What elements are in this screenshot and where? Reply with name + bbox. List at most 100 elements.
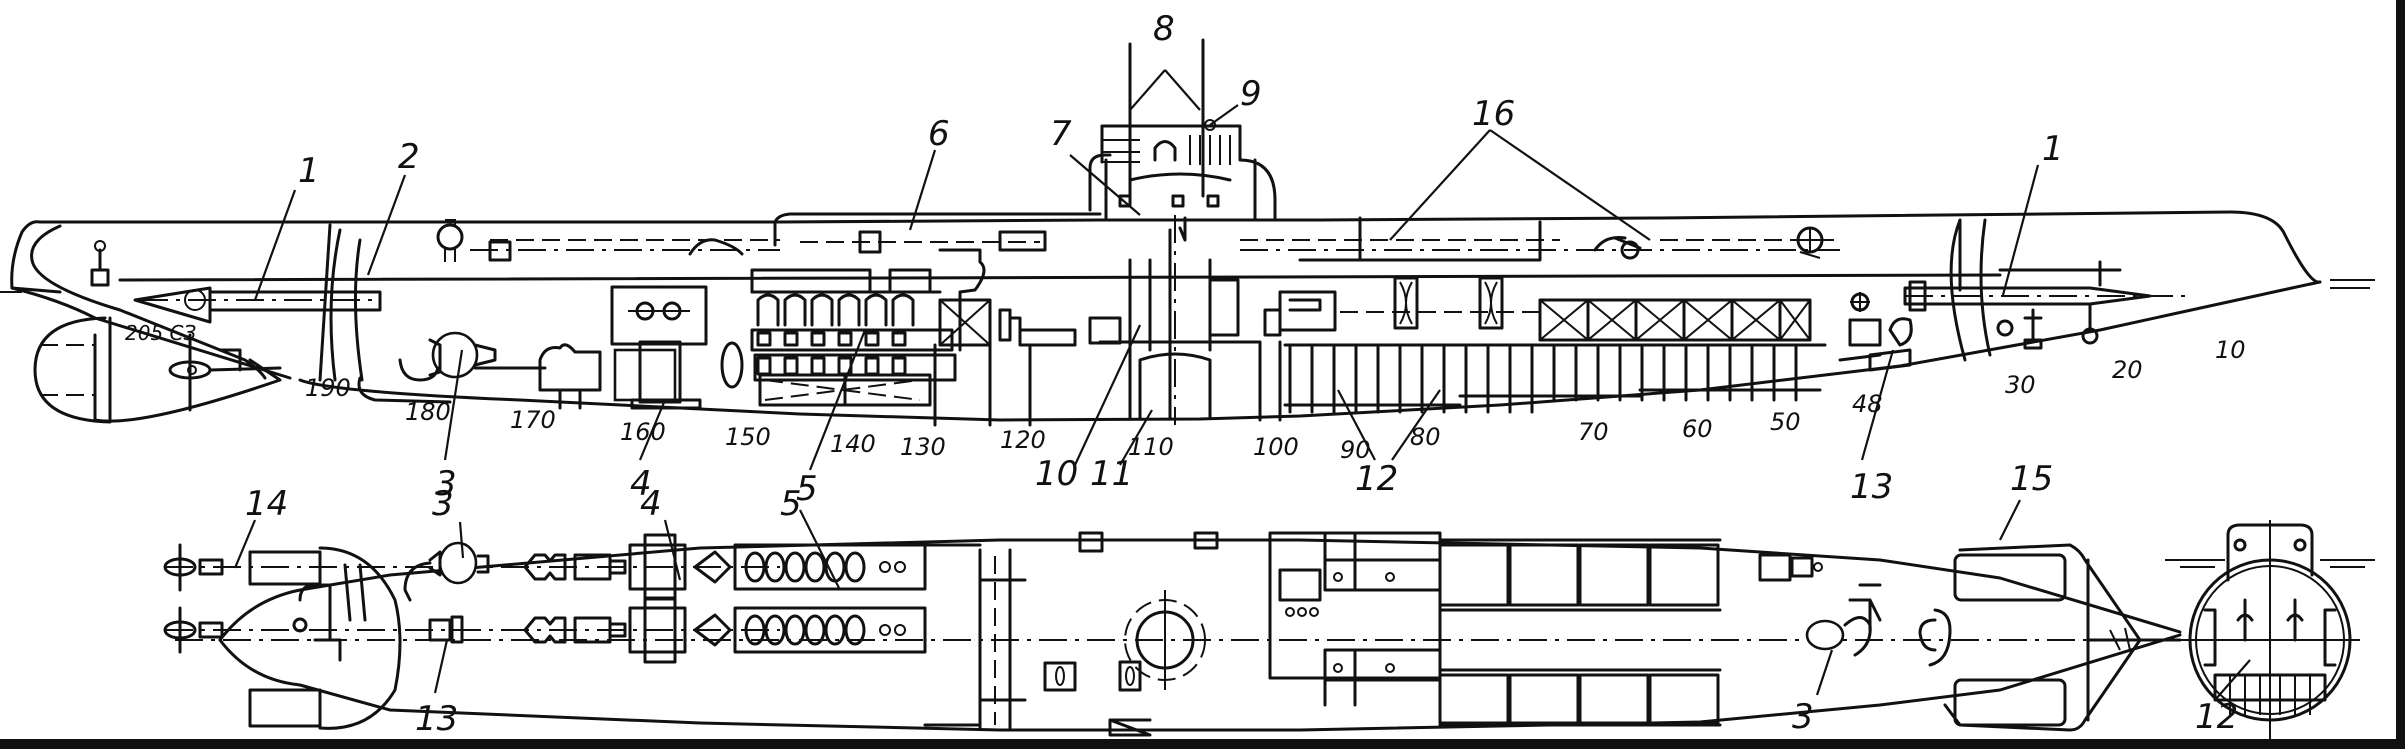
fwd-capstan: [1796, 226, 1824, 259]
engine-fitting: [879, 561, 891, 573]
battery-x-box-cross: [1539, 299, 1589, 341]
auxiliary-unit: [538, 343, 602, 392]
conning-tower: [1088, 38, 1277, 222]
cylinder-head: [756, 293, 780, 327]
fwd-bulkhead: [1949, 218, 1992, 362]
crankcase-segment: [891, 356, 907, 376]
battery-cells-plan: [1438, 543, 1720, 725]
cylinder-plan: [844, 614, 866, 646]
cylinder-plan: [784, 551, 806, 583]
aft-capstan: [436, 219, 464, 262]
propeller-side: [168, 333, 282, 412]
callout-12-cross: 12: [2195, 697, 2238, 737]
frame-border-right: [2396, 0, 2405, 749]
battery-box-aft: [938, 298, 992, 347]
electric-motor-frame: [643, 596, 677, 664]
periscope-well-plan: [1124, 590, 1206, 690]
callout-6: 6: [928, 114, 950, 154]
cylinder-block: [756, 331, 772, 347]
frame-90: 90: [1340, 436, 1371, 464]
cylinder-plan: [744, 551, 766, 583]
aft-bulkhead: [318, 223, 364, 382]
frame-60: 60: [1682, 415, 1713, 443]
frame-100: 100: [1253, 433, 1299, 461]
crankcase-segment: [783, 356, 799, 376]
waterline-fwd: [2330, 279, 2375, 289]
deck-gear: [488, 240, 512, 262]
frame-160: 160: [620, 418, 666, 446]
battery-box-fwd: [1538, 298, 1812, 342]
shaft-coupling: [523, 553, 567, 581]
bow-plane-frame: [1943, 543, 2142, 732]
aft-stabilizer: [33, 316, 112, 424]
forward-mess-box: [1278, 290, 1337, 332]
battery-x-box-cross: [1635, 299, 1685, 341]
frame-border-bottom: [0, 739, 2405, 749]
equipment-13-plan-fwd: [1758, 553, 1823, 582]
deck-line: [10, 210, 2322, 294]
side-view: 205 СЗ: [0, 38, 2375, 427]
frame-170: 170: [510, 406, 556, 434]
shaft-segment: [608, 622, 627, 638]
battery-cell-plan: [1438, 673, 1510, 725]
battery-x-box: [1778, 298, 1812, 342]
plan-panel: [1078, 531, 1104, 553]
battery-cell-plan: [1508, 543, 1580, 607]
cylinder-plan: [804, 614, 826, 646]
diesel-engine-plan: [733, 606, 927, 654]
plan-view: [163, 531, 2195, 737]
leader-lines: [233, 69, 2251, 701]
stern-upper: [30, 224, 267, 380]
callout-labels: 1 2 3 4 5 6 7 8 9 10 11 12 13 16 1 14 3 …: [245, 9, 2238, 739]
aft-hull-lower: [357, 376, 452, 404]
plan-hull-upper: [218, 538, 2182, 642]
bow-plane-starboard: [1953, 678, 2067, 727]
battery-x-box-cross: [1683, 299, 1733, 341]
plan-hull-lower: [218, 633, 2182, 732]
battery-x-box-cross: [1587, 299, 1637, 341]
propeller-port: [163, 543, 224, 592]
cylinder-head: [891, 293, 915, 327]
callout-13-side: 13: [1850, 467, 1893, 507]
electric-motor-plan: [628, 543, 687, 591]
frame-70: 70: [1578, 418, 1609, 446]
battery-x-box-cross: [1779, 299, 1811, 341]
battery-cell-plan: [1578, 673, 1650, 725]
cylinder-plan: [744, 614, 766, 646]
frame-150: 150: [725, 423, 771, 451]
frame-180: 180: [405, 398, 451, 426]
frame-130: 130: [900, 433, 946, 461]
callout-12-side: 12: [1355, 459, 1398, 499]
diesel-engine-plan: [733, 543, 927, 591]
stern-plane-port: [248, 550, 322, 586]
cross-section-waterline: [2165, 559, 2375, 568]
callout-1-fwd: 1: [2042, 129, 2064, 169]
callout-5-plan: 5: [780, 484, 802, 524]
callout-3-plan: 3: [432, 484, 454, 524]
exhaust-pipe: [938, 248, 986, 352]
callout-16: 16: [1472, 94, 1515, 134]
cylinder-plan: [784, 614, 806, 646]
callout-1-aft: 1: [298, 151, 320, 191]
central-post: [1128, 228, 1212, 420]
cylinder-block: [864, 331, 880, 347]
fwd-torpedo-tube: [1903, 260, 2185, 345]
callout-3-fwd-plan: 3: [1792, 697, 1814, 737]
cylinder-plan: [804, 551, 826, 583]
callout-3-side: 3: [435, 464, 457, 504]
callout-7: 7: [1050, 114, 1072, 154]
callout-4-side: 4: [630, 464, 652, 504]
battery-room-plan: [1268, 531, 1442, 707]
cross-section: [2165, 520, 2375, 740]
pressure-hull-top: [118, 273, 2002, 282]
electric-motor-side: [610, 285, 744, 410]
frame-110: 110: [1128, 433, 1174, 461]
crankcase-segment: [864, 356, 880, 376]
cylinder-head: [837, 293, 861, 327]
plan-drive-trains: [523, 533, 982, 727]
shaft-bearing: [573, 616, 612, 644]
cylinder-head: [810, 293, 834, 327]
battery-cells-side: [1283, 343, 1827, 414]
engine-room-wall: [923, 543, 982, 727]
